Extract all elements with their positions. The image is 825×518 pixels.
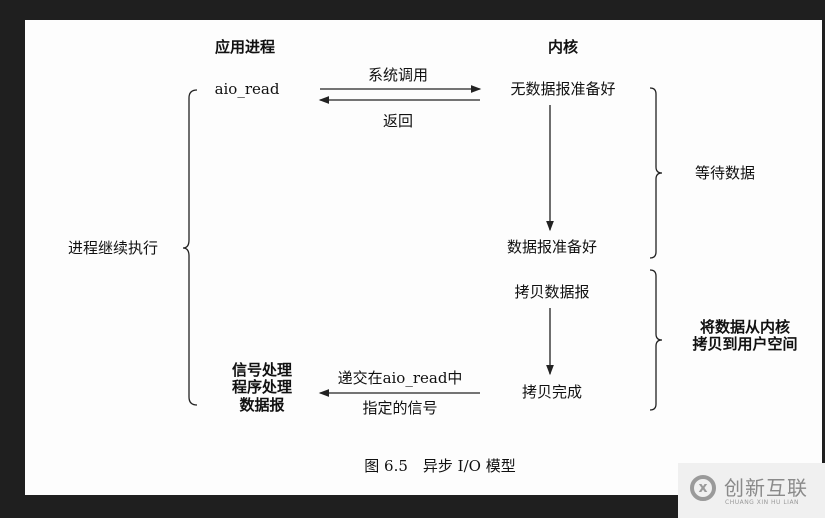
aio-read-label: aio_read [215,80,280,98]
column-kernel: 内核 [548,38,578,56]
figure-page [25,20,822,495]
wait-brace [649,87,663,259]
syscall-label: 系统调用 [368,66,428,84]
copy-brace [649,269,663,411]
watermark-sub: CHUANG XIN HU LIAN [725,499,800,506]
copy-label-line2: 拷贝到用户空间 [692,335,797,353]
continue-brace [182,89,198,406]
return-label: 返回 [383,112,413,130]
watermark: x 创新互联 CHUANG XIN HU LIAN [678,463,825,518]
copy-datagram: 拷贝数据报 [514,283,589,301]
copy-label-line1: 将数据从内核 [700,318,790,336]
handler-line3: 数据报 [239,396,284,414]
handler-line2: 程序处理 [232,378,292,396]
handler-line1: 信号处理 [232,361,292,379]
deliver-label-line1: 递交在aio_read中 [338,369,463,387]
no-datagram-ready: 无数据报准备好 [510,80,615,98]
copy-done: 拷贝完成 [522,383,582,401]
watermark-name: 创新互联 [724,476,808,500]
continue-exec-label: 进程继续执行 [68,239,158,257]
cx-logo-icon: x [690,475,716,501]
wait-data-label: 等待数据 [695,164,755,182]
datagram-ready: 数据报准备好 [507,238,597,256]
column-app-process: 应用进程 [215,38,275,56]
deliver-label-line2: 指定的信号 [362,399,437,417]
figure-caption: 图 6.5 异步 I/O 模型 [364,457,515,475]
